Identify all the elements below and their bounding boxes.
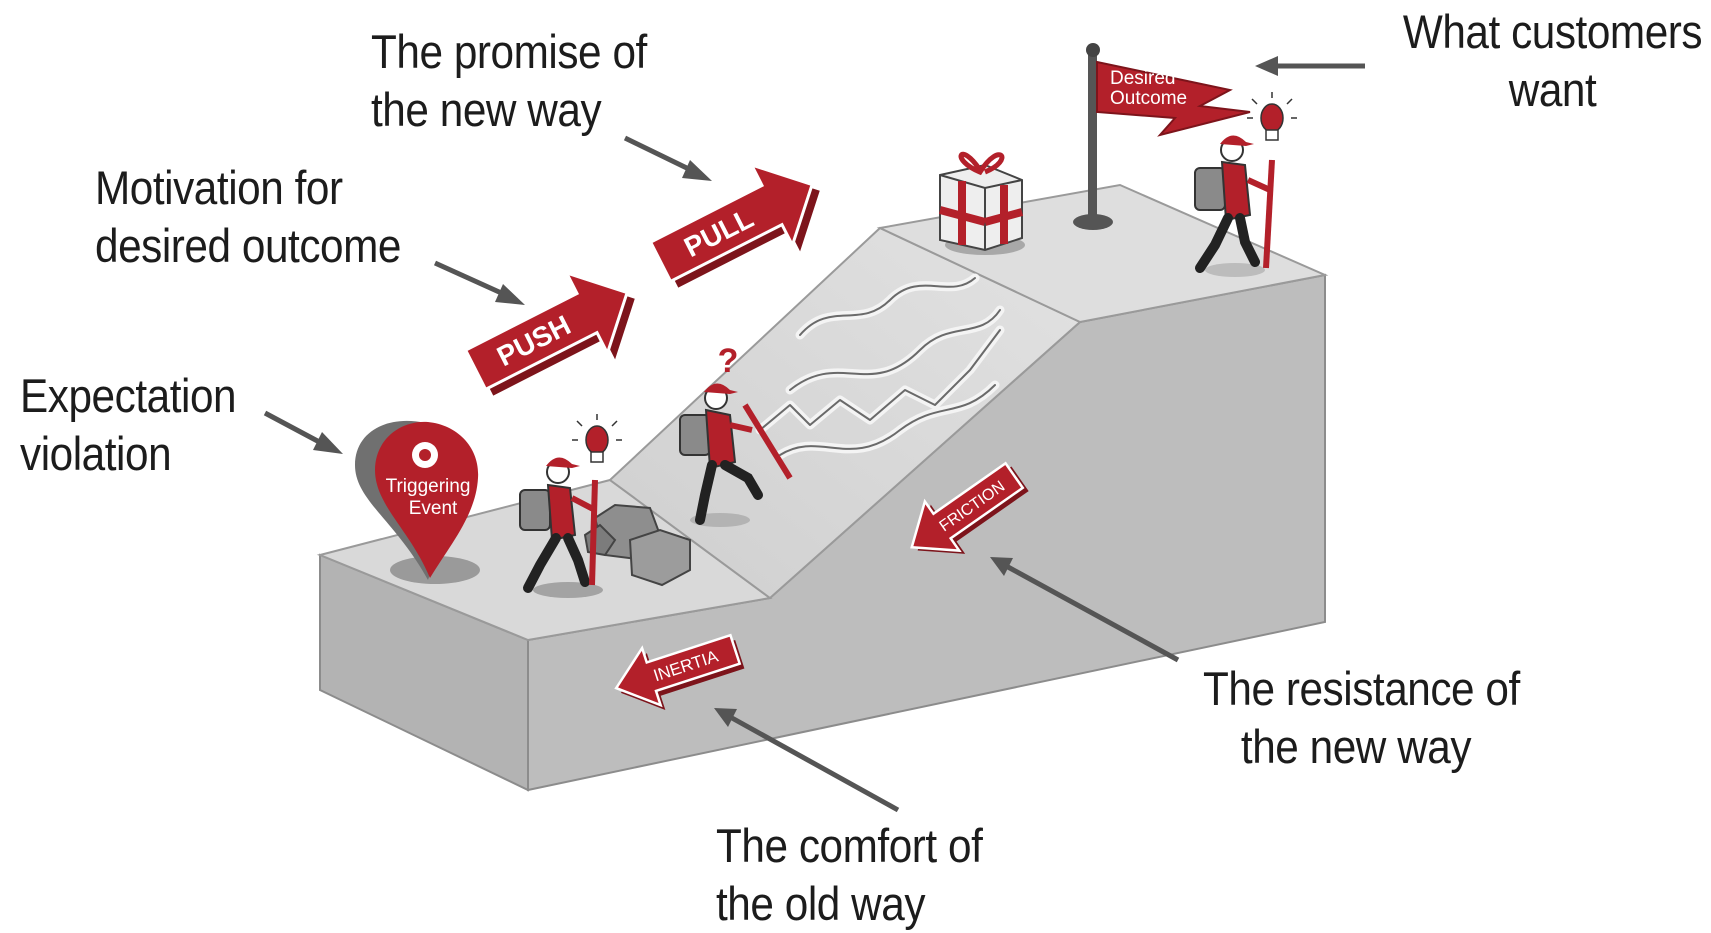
- arrow-to-pull: [623, 135, 712, 181]
- label-customers-line2: want: [1508, 63, 1597, 116]
- label-resistance-line2: the new way: [1240, 720, 1472, 773]
- lightbulb-icon-1: [572, 414, 622, 463]
- question-mark-icon: ?: [718, 342, 739, 380]
- label-motivation-line1: Motivation for: [95, 161, 343, 214]
- label-promise-line2: the new way: [371, 83, 602, 136]
- pull-arrow: PULL: [648, 162, 820, 288]
- gift-box-icon: [938, 151, 1025, 255]
- label-promise-new-way: The promise of the new way: [371, 23, 647, 139]
- label-customers-line1: What customers: [1402, 5, 1703, 58]
- annotation-arrows: [263, 56, 1365, 813]
- hiker-figure-3: [1194, 135, 1275, 277]
- arrow-to-push: [433, 260, 525, 305]
- label-resistance-line1: The resistance of: [1203, 662, 1520, 715]
- label-comfort-old-way: The comfort of the old way: [716, 817, 983, 933]
- label-comfort-line2: the old way: [716, 877, 926, 930]
- flag-icon: Desired Outcome: [1073, 43, 1251, 230]
- flag-label-line2: Outcome: [1110, 88, 1187, 109]
- label-customers-want: What customers want: [1397, 3, 1708, 119]
- hiker-figure-2: [679, 383, 793, 527]
- label-comfort-line1: The comfort of: [716, 819, 983, 872]
- map-pin-icon: Triggering Event: [355, 420, 480, 584]
- arrow-to-inertia: [714, 708, 900, 813]
- label-motivation: Motivation for desired outcome: [95, 159, 401, 275]
- label-promise-line1: The promise of: [371, 25, 647, 78]
- hiker-figure-1: [519, 457, 603, 598]
- label-resistance-new-way: The resistance of the new way: [1203, 660, 1520, 776]
- push-arrow: PUSH: [463, 270, 635, 396]
- label-expectation-line1: Expectation: [20, 369, 237, 422]
- label-expectation-violation: Expectation violation: [20, 367, 237, 483]
- label-motivation-line2: desired outcome: [95, 219, 401, 272]
- lightbulb-icon-2: [1247, 92, 1297, 141]
- flag-label-line1: Desired: [1110, 68, 1175, 89]
- arrow-to-pin: [263, 410, 343, 454]
- arrow-to-flag: [1255, 56, 1365, 76]
- svg-text:?: ?: [718, 342, 739, 380]
- arrow-to-friction: [990, 557, 1180, 663]
- label-expectation-line2: violation: [20, 427, 172, 480]
- winding-path: [755, 273, 1005, 460]
- pin-label-line2: Event: [409, 498, 458, 519]
- pin-label-line1: Triggering: [386, 476, 471, 497]
